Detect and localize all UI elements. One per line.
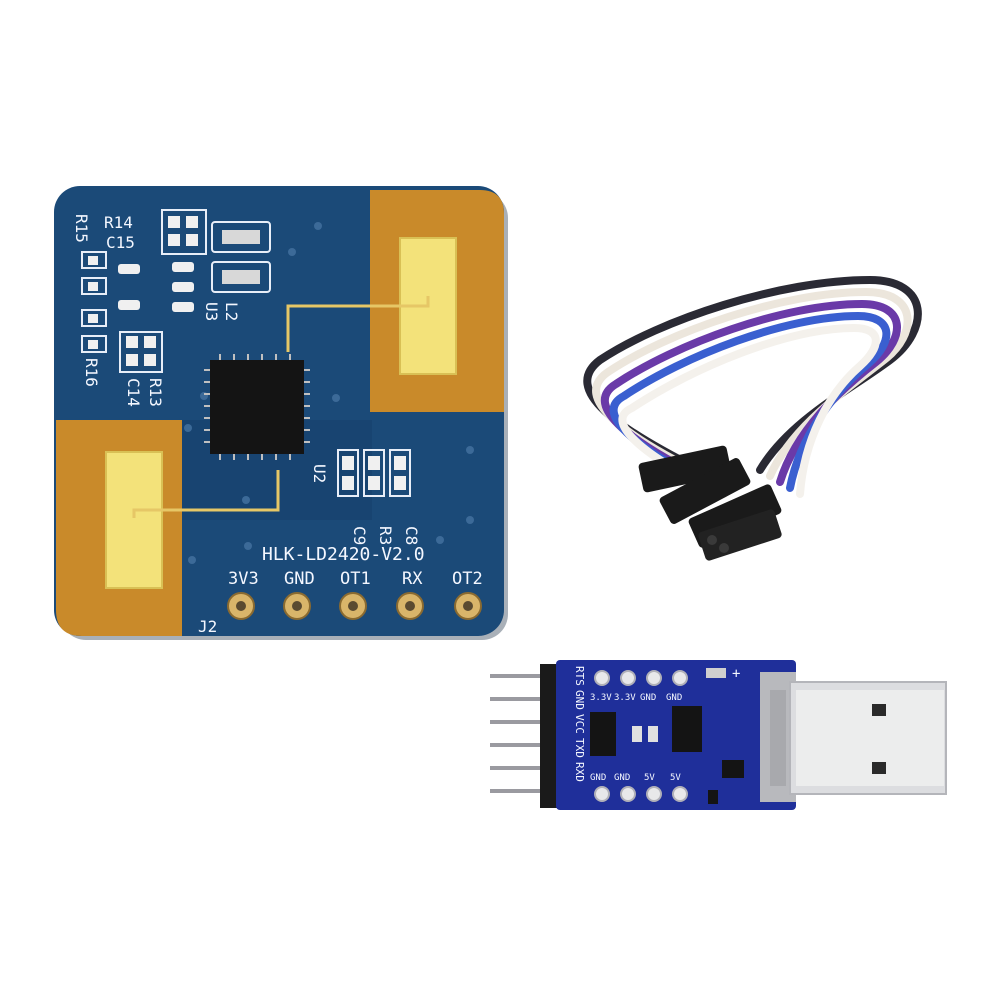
adapter-side-label-txd: TXD	[573, 738, 586, 758]
label-r16: R16	[82, 358, 101, 387]
pin-label-ot1: OT1	[340, 569, 371, 589]
radar-module-board: R14 C15 R15 R16 R13 C14 L2 U3 U2 C9 R3 C…	[54, 186, 508, 640]
radar-chip	[210, 360, 304, 454]
label-c8: C8	[402, 526, 421, 545]
adapter-side-label-rts: RTS	[573, 666, 586, 686]
label-c9: C9	[350, 526, 369, 545]
pin-label-ot2: OT2	[452, 569, 483, 589]
usb-slot-bottom	[872, 762, 886, 774]
adapter-serial-chip	[590, 712, 616, 756]
adapter-bottom-label-1: GND	[590, 773, 606, 783]
adapter-side-label-vcc: VCC	[573, 714, 586, 734]
adapter-top-label-4: GND	[666, 693, 682, 703]
adapter-regulator	[672, 706, 702, 752]
label-l2: L2	[222, 302, 241, 321]
pin-label-gnd: GND	[284, 569, 315, 589]
usb-slot-top	[872, 704, 886, 716]
label-c14: C14	[124, 378, 143, 407]
label-u2: U2	[310, 464, 329, 483]
adapter-bottom-label-2: GND	[614, 773, 630, 783]
adapter-plus-mark: +	[732, 666, 740, 682]
label-u3: U3	[202, 302, 221, 321]
adapter-side-label-rxd: RXD	[573, 762, 586, 782]
adapter-top-label-1: 3.3V	[590, 693, 612, 703]
adapter-bottom-label-4: 5V	[670, 773, 681, 783]
pin-header: 3V3 GND OT1 RX OT2 J2	[198, 569, 483, 636]
header-label-j2: J2	[198, 617, 217, 636]
usb-a-plug	[760, 672, 947, 802]
adapter-bottom-label-3: 5V	[644, 773, 655, 783]
label-r14: R14	[104, 213, 133, 232]
adapter-top-label-3: GND	[640, 693, 656, 703]
board-name: HLK-LD2420-V2.0	[262, 544, 425, 565]
label-r3: R3	[376, 526, 395, 545]
dupont-connectors	[638, 445, 782, 561]
pin-label-rx: RX	[402, 569, 423, 589]
patch-antenna-rx	[105, 451, 163, 589]
label-c15: C15	[106, 233, 135, 252]
usb-ttl-adapter: RTS GND VCC TXD RXD 3.3V 3.3V GND GND GN…	[490, 660, 947, 810]
jumper-cable	[583, 275, 922, 561]
adapter-top-label-2: 3.3V	[614, 693, 636, 703]
adapter-side-label-gnd-side: GND	[573, 690, 586, 710]
label-r15: R15	[72, 214, 91, 243]
label-r13: R13	[146, 378, 165, 407]
pin-label-3v3: 3V3	[228, 569, 259, 589]
